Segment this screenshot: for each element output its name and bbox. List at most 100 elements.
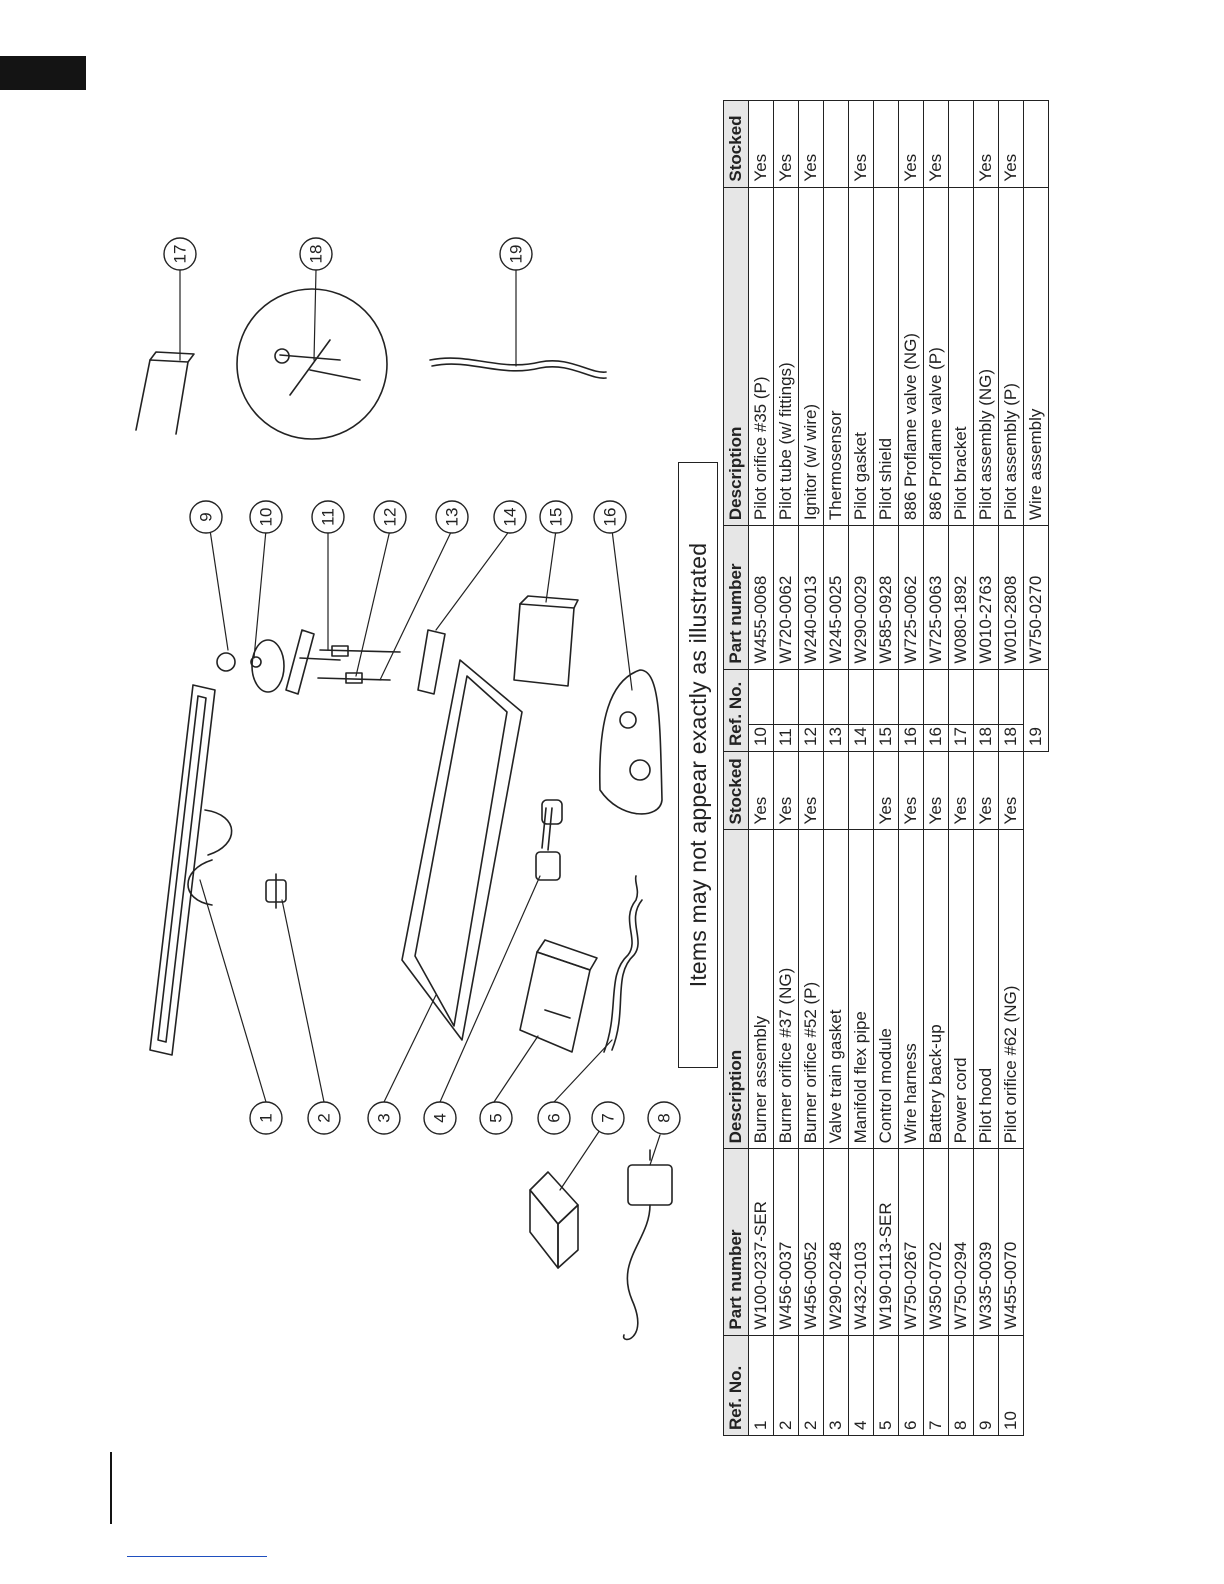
table-header-row: Ref. No. Part number Description Stocked	[723, 724, 749, 1436]
callout-1	[249, 1101, 283, 1135]
callout-13	[435, 500, 469, 534]
cell-ref: 16	[898, 669, 924, 752]
callout-2	[307, 1101, 341, 1135]
cell-part: W080-1892	[948, 525, 974, 670]
cell-part: W290-0248	[823, 1148, 849, 1336]
cell-part: W335-0039	[973, 1148, 999, 1336]
cell-desc: Burner assembly	[748, 829, 774, 1149]
cell-desc: Pilot hood	[973, 829, 999, 1149]
callout-6	[537, 1101, 571, 1135]
cell-stock: Yes	[923, 100, 949, 188]
cell-desc: Pilot assembly (P)	[998, 187, 1024, 526]
cell-desc: Burner orifice #37 (NG)	[773, 829, 799, 1149]
cell-part: W456-0052	[798, 1148, 824, 1336]
callout-18	[299, 237, 333, 271]
pilot-shield-illustration	[513, 595, 579, 687]
footer-link-underline[interactable]	[127, 1556, 267, 1557]
callout-8	[647, 1101, 681, 1135]
cell-part: W720-0062	[773, 525, 799, 670]
wire-assembly-illustration	[429, 357, 607, 379]
cell-desc: Valve train gasket	[823, 829, 849, 1149]
header-description: Description	[723, 829, 749, 1149]
cell-part: W750-0267	[898, 1148, 924, 1336]
cell-desc: Ignitor (w/ wire)	[798, 187, 824, 526]
cell-desc: Wire harness	[898, 829, 924, 1149]
cell-desc: Pilot tube (w/ fittings)	[773, 187, 799, 526]
cell-desc: Pilot bracket	[948, 187, 974, 526]
header-part-number: Part number	[723, 525, 749, 670]
header-ref-no: Ref. No.	[723, 1335, 749, 1436]
cell-ref: 14	[848, 669, 874, 752]
cell-ref: 7	[923, 1335, 949, 1436]
cell-part: W010-2808	[998, 525, 1024, 670]
cell-part: W190-0113-SER	[873, 1148, 899, 1336]
cell-desc: 886 Proflame valve (P)	[923, 187, 949, 526]
cell-ref: 18	[998, 669, 1024, 752]
callout-label-8: 8	[655, 1113, 674, 1122]
cell-ref: 1	[748, 1335, 774, 1436]
callout-15	[539, 500, 573, 534]
callout-label-13: 13	[443, 508, 462, 527]
cell-ref: 2	[773, 1335, 799, 1436]
cell-desc: Control module	[873, 829, 899, 1149]
pilot-hood-illustration	[216, 639, 285, 693]
manifold-flex-pipe-illustration	[535, 799, 563, 881]
callout-3	[367, 1101, 401, 1135]
cell-part: W350-0702	[923, 1148, 949, 1336]
cell-part: W750-0270	[1023, 525, 1049, 670]
callout-4	[423, 1101, 457, 1135]
callout-label-7: 7	[599, 1113, 618, 1122]
header-ref-no: Ref. No.	[723, 669, 749, 752]
cell-stock	[873, 100, 899, 188]
cell-stock: Yes	[773, 100, 799, 188]
cell-desc: Pilot orifice #62 (NG)	[998, 829, 1024, 1149]
cell-stock: Yes	[748, 100, 774, 188]
pilot-gasket-illustration	[417, 629, 446, 695]
callout-5	[479, 1101, 513, 1135]
cell-stock	[948, 100, 974, 188]
cell-stock: Yes	[848, 100, 874, 188]
cell-ref: 17	[948, 669, 974, 752]
callout-19	[499, 237, 533, 271]
battery-backup-illustration	[529, 1171, 579, 1269]
cell-part: W010-2763	[973, 525, 999, 670]
callout-9	[189, 500, 223, 534]
cell-desc: Wire assembly	[1023, 187, 1049, 526]
burner-orifice-illustration	[265, 873, 287, 909]
cell-stock: Yes	[973, 100, 999, 188]
callout-11	[311, 500, 345, 534]
callout-label-12: 12	[381, 508, 400, 527]
cell-ref: 4	[848, 1335, 874, 1436]
wire-harness-illustration	[603, 875, 643, 1053]
page-tab-marker	[0, 56, 86, 90]
cell-desc: Pilot orifice #35 (P)	[748, 187, 774, 526]
parts-table-2: Ref. No. Part number Description Stocked…	[723, 100, 1049, 752]
cell-ref: 5	[873, 1335, 899, 1436]
cell-ref: 12	[798, 669, 824, 752]
header-description: Description	[723, 187, 749, 526]
cell-desc: Pilot gasket	[848, 187, 874, 526]
cell-part: W455-0070	[998, 1148, 1024, 1336]
burner-assembly-illustration	[149, 684, 233, 1056]
pilot-bracket-illustration	[135, 351, 195, 435]
callout-label-11: 11	[319, 508, 338, 526]
cell-part: W750-0294	[948, 1148, 974, 1336]
header-stocked: Stocked	[723, 100, 749, 188]
cell-desc: Pilot shield	[873, 187, 899, 526]
callout-label-5: 5	[487, 1113, 506, 1122]
callout-label-4: 4	[431, 1113, 450, 1122]
callout-14	[493, 500, 527, 534]
cell-ref: 19	[1023, 669, 1049, 752]
cell-desc: Pilot assembly (NG)	[973, 187, 999, 526]
